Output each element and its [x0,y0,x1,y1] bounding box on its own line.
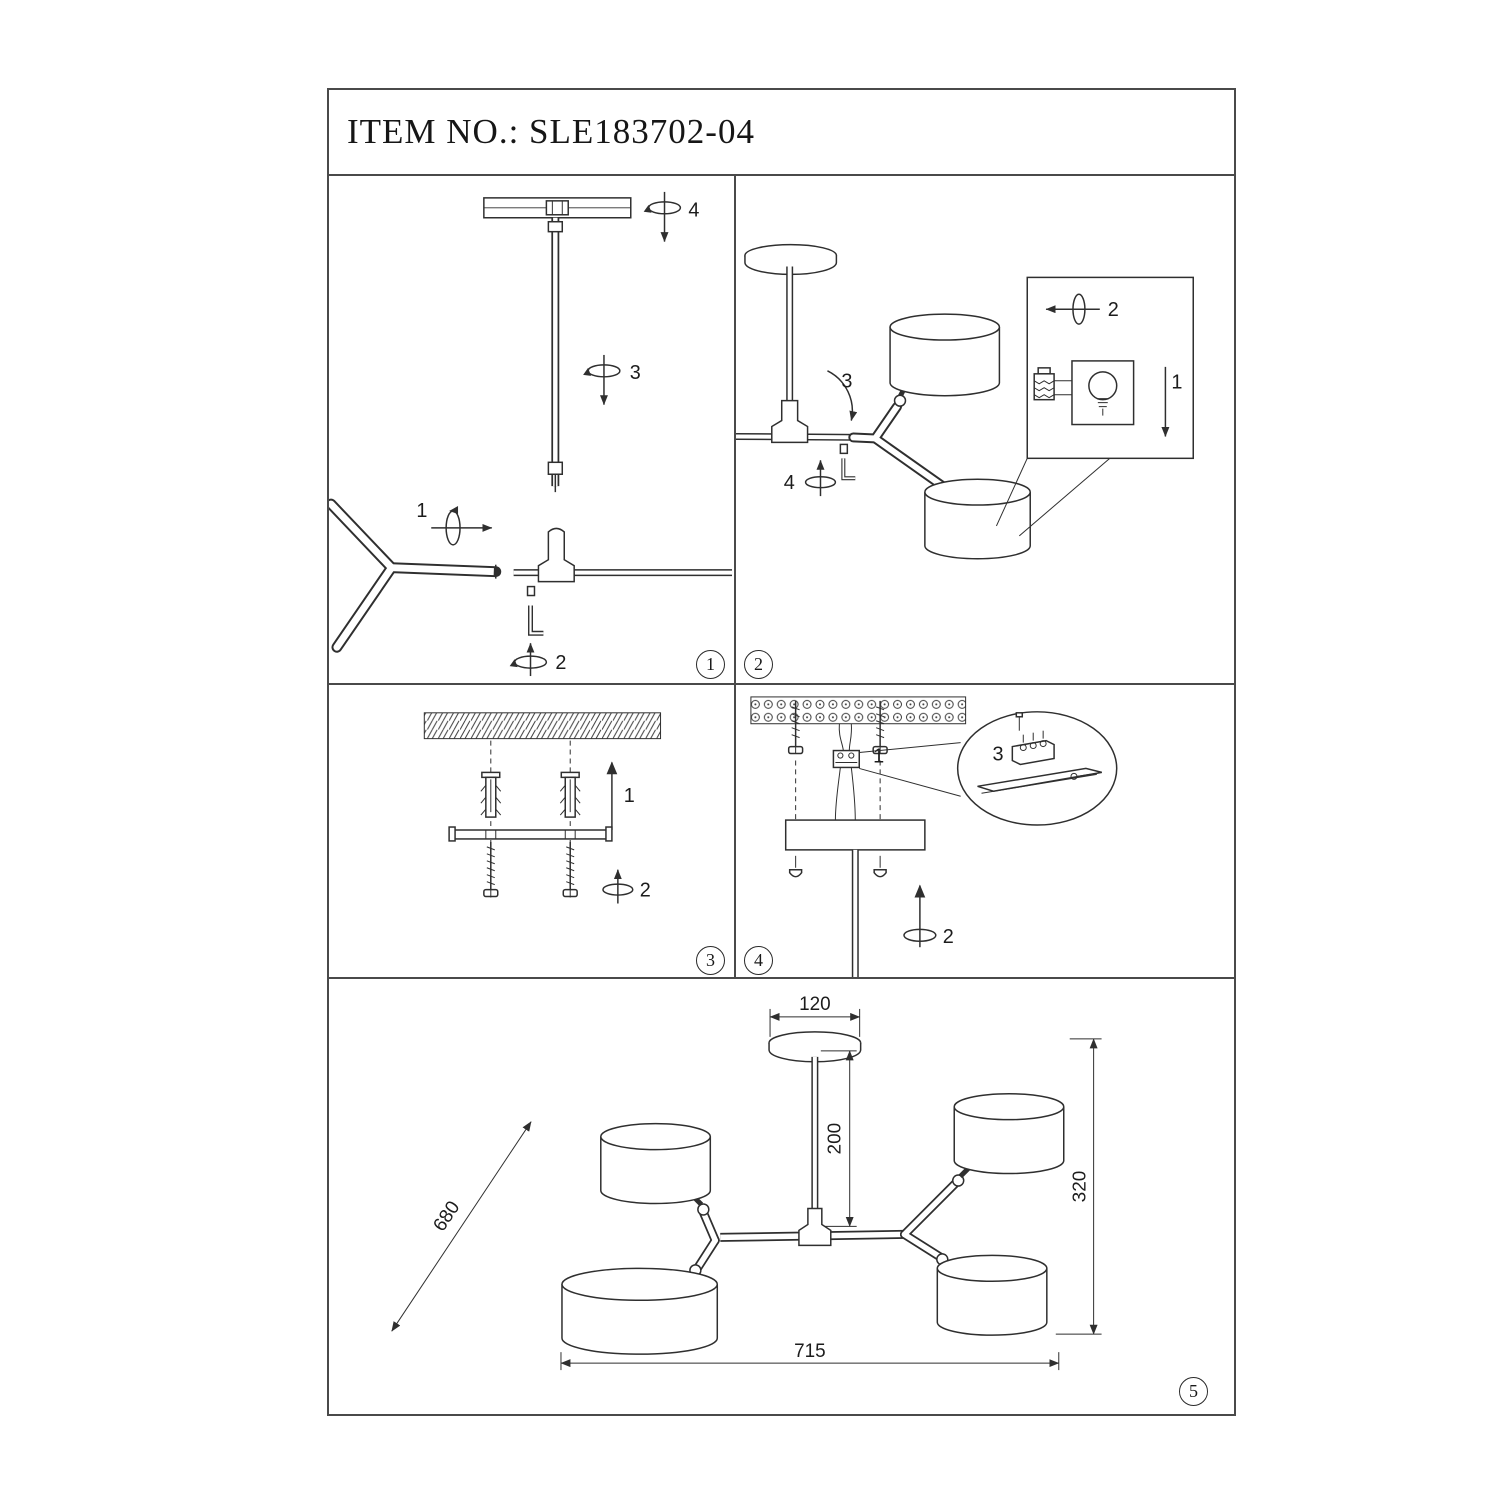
dimension-120: 120 [769,994,861,1037]
rotate-arrow-3-icon [827,370,858,422]
panel-step-5: 120 200 [329,979,1234,1414]
lamp-socket [1033,367,1072,401]
step-badge-1: 1 [696,650,725,679]
step2-label-1: 1 [1171,372,1182,394]
inset-leader-line [859,767,961,797]
inset-leader-line [995,458,1028,527]
left-y-connector [692,1207,720,1273]
step-badge-4: 4 [744,946,773,975]
y-connector [848,401,948,492]
panel-step-3: 1 [329,685,736,977]
rotate-arrow-3-icon [583,354,621,406]
row-steps-3-4: 1 [329,685,1234,979]
ceiling-cap [768,1031,862,1063]
dim-label-200: 200 [825,1123,846,1155]
step5-drawing: 120 200 [391,994,1102,1371]
rotate-arrow-1-icon [431,506,493,546]
t-connector [771,399,809,444]
cap-nut [788,855,803,878]
right-y-connector [899,1178,961,1263]
dimension-320: 320 [1055,1038,1102,1335]
step1-label-3: 3 [630,362,641,384]
step4-label-1: 1 [873,745,884,767]
t-connector [798,1207,832,1247]
dimension-680: 680 [391,1121,532,1332]
t-connector [513,527,733,583]
panel-step-4: 1 [736,685,1234,977]
step-badge-5: 5 [1179,1377,1208,1406]
terminal-detail-inset [956,711,1118,826]
wall-anchor [559,771,581,818]
cap-nut [873,855,887,878]
manual-sheet: ITEM NO.: SLE183702-04 [327,88,1236,1416]
step2-label-3: 3 [841,371,852,393]
item-number: ITEM NO.: SLE183702-04 [347,112,755,151]
panel-step-1: 4 3 [329,176,736,683]
rotate-arrow-2-icon [602,869,634,904]
vertical-rod [547,217,564,493]
mounting-screw [562,841,578,898]
bottom-left-shade [561,1264,719,1355]
step-badge-3: 3 [696,946,725,975]
inset-leader-line [859,742,961,754]
panel-step-2: 3 4 [736,176,1234,683]
step4-drawing: 1 [750,696,1118,977]
bulb-icon [1071,360,1135,426]
dim-label-120: 120 [799,994,831,1015]
rotate-arrow-4-icon [804,459,837,497]
step3-label-2: 2 [640,880,651,902]
rotate-arrow-4-icon [643,191,682,243]
top-right-shade [951,1092,1065,1187]
canopy-plate [784,819,926,977]
rotate-arrow-2-icon [509,642,548,677]
bottom-right-shade [936,1253,1048,1336]
step3-drawing: 1 [423,712,662,904]
inset-leader-line [1018,457,1111,537]
alignment-dashed-lines [490,740,571,898]
bulb-install-inset: 2 [1026,276,1194,460]
step-badge-2: 2 [744,650,773,679]
bottom-lamp-shade [924,478,1031,560]
step3-label-1: 1 [624,785,635,807]
ceiling-surface [750,696,967,725]
step2-label-2: 2 [1108,299,1119,321]
wires-and-terminal [832,723,861,821]
dimension-715: 715 [560,1341,1060,1371]
ceiling-canopy [744,243,838,276]
set-screw-and-hex-key [526,585,544,636]
y-connector [329,498,502,653]
header: ITEM NO.: SLE183702-04 [329,90,1234,176]
set-screw-and-hex-key [839,443,856,481]
rotate-arrow-2-icon [903,884,937,948]
wall-anchor [480,771,502,818]
step1-label-1: 1 [416,500,427,522]
mounting-screw [483,841,499,898]
step2-label-4: 4 [784,472,795,494]
step4-label-2: 2 [943,926,954,948]
ceiling-screw [787,700,804,755]
step2-drawing: 3 4 [736,243,1194,560]
top-left-shade [600,1122,712,1216]
ceiling-surface [423,712,662,740]
row-steps-1-2: 4 3 [329,176,1234,685]
top-lamp-shade [889,313,1001,407]
step1-label-2: 2 [555,652,566,674]
dim-label-715: 715 [794,1341,826,1362]
step1-drawing: 4 3 [329,191,733,677]
step1-label-4: 4 [688,200,699,222]
mounting-bar [483,197,632,219]
step4-label-3: 3 [992,743,1003,765]
dim-label-320: 320 [1070,1171,1091,1203]
mounting-bracket [448,826,613,842]
dimension-200: 200 [820,1050,857,1227]
